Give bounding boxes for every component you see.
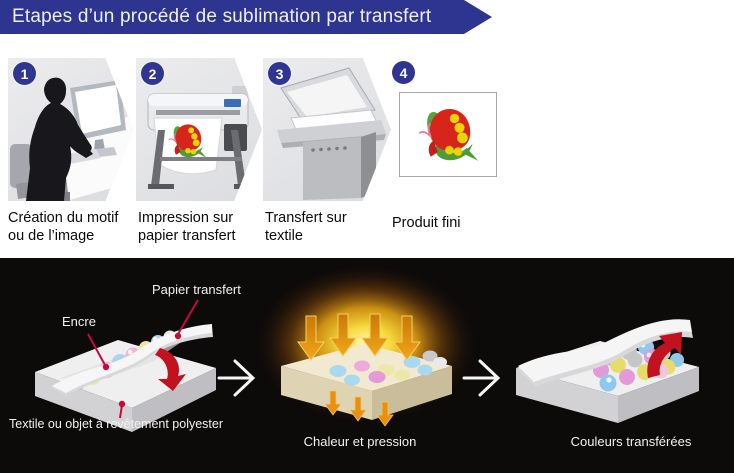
penetration-arrows-down-icon bbox=[324, 390, 394, 427]
right-arrow-icon bbox=[217, 359, 256, 397]
heat-arrows-down-icon bbox=[297, 313, 421, 361]
person-at-computer-icon bbox=[10, 77, 133, 201]
step-1-number: 1 bbox=[20, 65, 29, 82]
transfer-process-diagram: Papier transfert Encre Textile ou objet … bbox=[0, 258, 734, 473]
step-4-caption: Produit fini bbox=[392, 215, 461, 231]
step-3-number: 3 bbox=[275, 65, 284, 82]
label-encre: Encre bbox=[62, 314, 96, 329]
title-banner: Etapes d’un procédé de sublimation par t… bbox=[0, 0, 492, 34]
label-chaleur-pression: Chaleur et pression bbox=[303, 434, 417, 449]
step-4-finished-product bbox=[399, 92, 497, 177]
step-2-panel bbox=[136, 58, 262, 201]
large-format-printer-icon bbox=[147, 86, 260, 189]
step-3-badge: 3 bbox=[268, 62, 291, 85]
step-1-badge: 1 bbox=[13, 62, 36, 85]
butterfly-print-icon bbox=[419, 107, 480, 162]
stage-3-colors-transferred bbox=[516, 319, 699, 423]
heat-press-icon bbox=[277, 67, 386, 200]
step-4-number: 4 bbox=[399, 64, 408, 81]
step-2-number: 2 bbox=[148, 65, 157, 82]
step-4-badge: 4 bbox=[392, 61, 415, 84]
step-2-caption: Impression sur papier transfert bbox=[138, 210, 236, 244]
step-1-panel bbox=[8, 58, 133, 201]
curved-red-arrow-down-icon bbox=[155, 348, 186, 391]
stage-2-heat-pressure bbox=[254, 264, 478, 427]
right-arrow-icon bbox=[462, 359, 501, 397]
transfer-process-illustration bbox=[35, 264, 699, 432]
step-1-caption: Création du motif ou de l’image bbox=[8, 210, 119, 244]
label-couleurs-transferees: Couleurs transférées bbox=[570, 434, 692, 449]
step-3-caption: Transfert sur textile bbox=[265, 210, 347, 244]
curved-red-arrow-up-icon bbox=[647, 332, 682, 378]
label-textile-polyester: Textile ou objet à revêtement polyester bbox=[9, 417, 224, 431]
step-2-badge: 2 bbox=[141, 62, 164, 85]
page-title: Etapes d’un procédé de sublimation par t… bbox=[12, 6, 432, 27]
stage-1-ink-on-paper bbox=[35, 299, 216, 432]
label-papier-transfert: Papier transfert bbox=[152, 282, 241, 297]
